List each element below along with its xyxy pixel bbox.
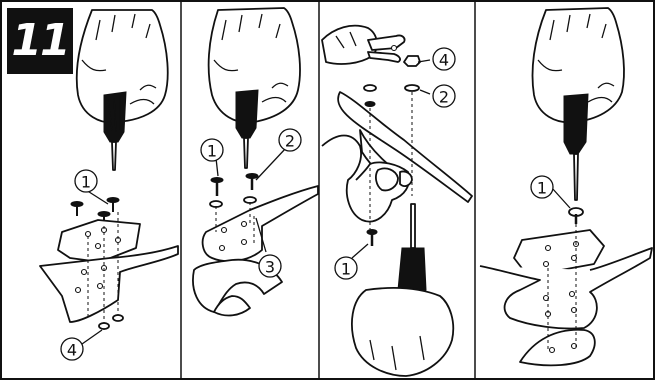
screwdriver-icon xyxy=(398,204,426,300)
panel-2 xyxy=(193,8,318,315)
nut-icon xyxy=(404,56,420,66)
callout-label: 1 xyxy=(81,173,91,192)
screwdriver-icon xyxy=(236,90,258,168)
callout-label: 1 xyxy=(537,179,547,198)
screw-icon xyxy=(367,230,377,247)
callout-1: 1 xyxy=(531,176,553,198)
motor-cap xyxy=(520,330,595,366)
callout-label: 2 xyxy=(285,132,295,151)
callout-label: 1 xyxy=(207,142,217,161)
callout-1: 1 xyxy=(335,257,357,279)
fan-blade xyxy=(40,246,178,322)
pliers-icon xyxy=(368,35,405,62)
step-number-badge: 11 xyxy=(7,8,73,74)
callout-3: 3 xyxy=(259,255,281,277)
callout-1: 1 xyxy=(75,170,97,192)
screw-icon xyxy=(211,174,258,197)
callout-label: 4 xyxy=(439,51,449,70)
callout-2: 2 xyxy=(433,85,455,107)
callout-1: 1 xyxy=(201,139,223,161)
washer-icon xyxy=(364,85,419,107)
callout-label: 4 xyxy=(67,341,77,360)
screw-icon xyxy=(569,208,583,224)
callout-label: 2 xyxy=(439,88,449,107)
callout-label: 1 xyxy=(341,260,351,279)
panel-3 xyxy=(322,26,472,376)
fan-blade xyxy=(203,186,318,261)
hand-icon xyxy=(322,26,377,64)
callout-4: 4 xyxy=(61,338,83,360)
callout-4: 4 xyxy=(433,48,455,70)
panel-4 xyxy=(480,8,652,365)
nut-icon xyxy=(99,315,123,329)
callout-label: 3 xyxy=(265,258,275,277)
screwdriver-icon xyxy=(104,92,126,170)
screwdriver-icon xyxy=(564,94,588,200)
callout-2: 2 xyxy=(279,129,301,151)
hand-icon xyxy=(352,288,453,376)
